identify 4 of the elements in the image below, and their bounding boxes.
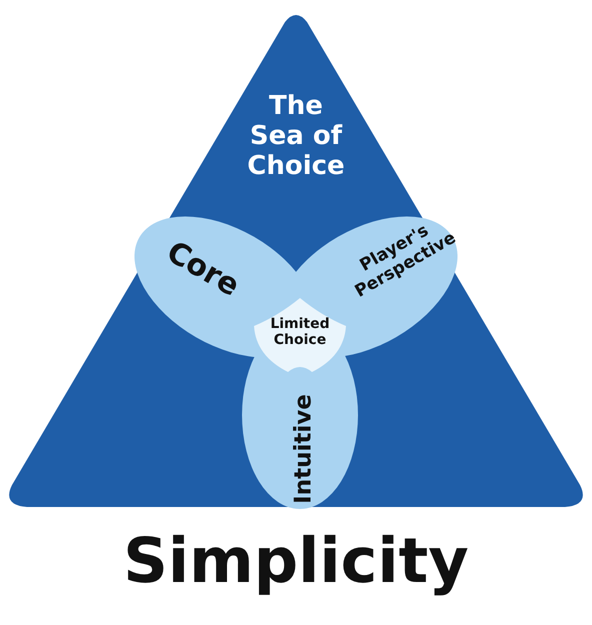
node-label: Intuitive [290, 393, 317, 506]
node-label: The Sea of Choice [246, 92, 346, 182]
caption: Simplicity [122, 525, 470, 596]
node-label: Limited Choice [269, 316, 331, 348]
